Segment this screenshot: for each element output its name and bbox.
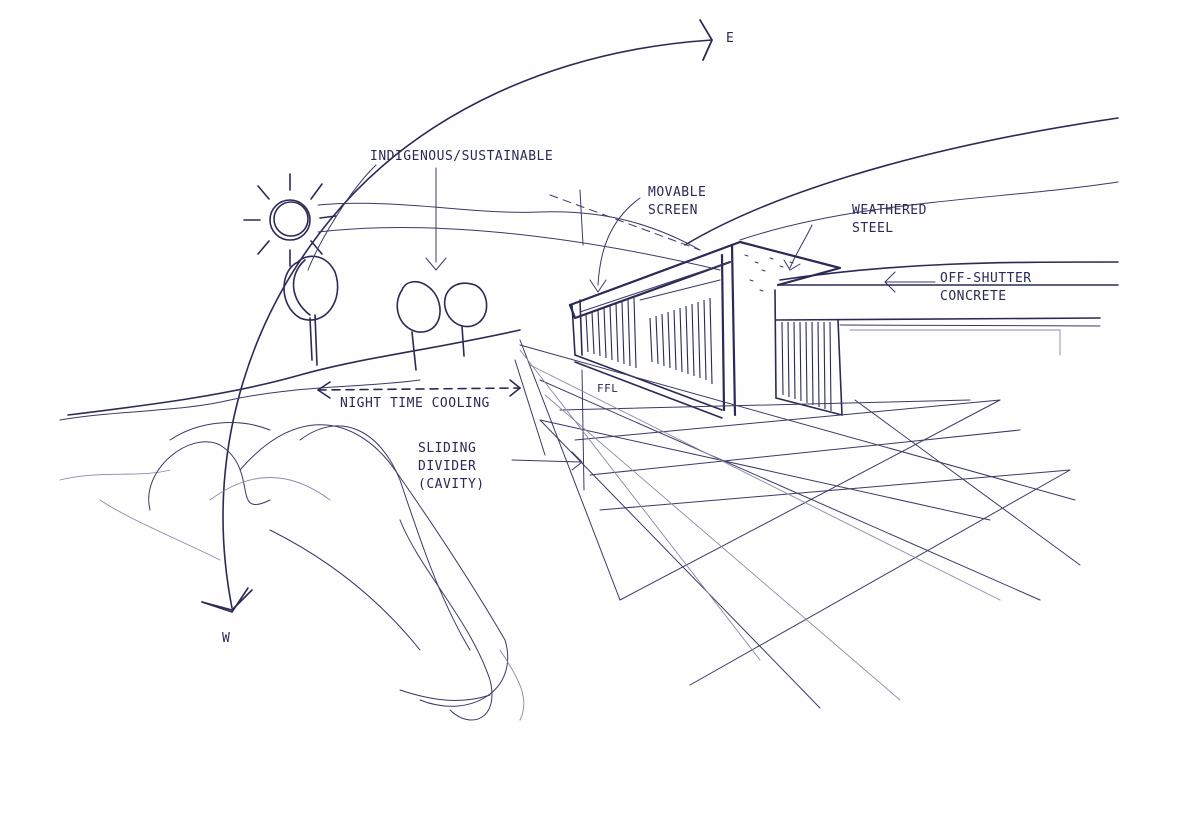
leader-movable-screen <box>597 197 641 286</box>
dimension-tick <box>549 194 701 251</box>
pavilion-structure <box>568 240 1119 419</box>
tree-icon-3 <box>443 282 488 357</box>
label-weathered-steel: WEATHERED STEEL <box>852 203 927 236</box>
label-night-time-cooling: NIGHT TIME COOLING <box>340 396 490 411</box>
solar-ray-line <box>317 202 701 251</box>
off-shutter-arrow-icon <box>884 271 896 293</box>
screen-hatching-right <box>781 321 832 412</box>
leader-weathered-steel <box>789 224 813 269</box>
sun-path-arc <box>222 39 713 609</box>
leader-indigenous-2 <box>307 164 377 271</box>
steel-texture <box>744 254 794 292</box>
label-west: W <box>222 631 231 646</box>
sliding-divider-arrow-icon <box>571 451 583 471</box>
night-cooling-arrowhead-left-icon <box>317 381 331 399</box>
ground-grid <box>514 339 1081 709</box>
screen-hatching-middle <box>649 297 713 385</box>
screen-hatching-left <box>585 297 637 369</box>
label-off-shutter-concrete: OFF-SHUTTER CONCRETE <box>940 271 1032 304</box>
label-east: E <box>726 31 735 46</box>
west-arrow-icon <box>201 587 253 613</box>
label-ffl: FFL <box>597 382 619 395</box>
weathered-steel-arrow-icon <box>783 259 801 271</box>
hill-foreground-2 <box>59 469 171 481</box>
sun-icon <box>243 173 337 267</box>
tree-icon <box>283 255 339 366</box>
solar-ray-line-2 <box>317 227 721 271</box>
label-indigenous-sustainable: INDIGENOUS/SUSTAINABLE <box>370 149 554 164</box>
leader-indigenous-arrow-icon <box>425 257 447 271</box>
hill-foreground-1 <box>59 379 421 421</box>
night-cooling-arrowhead-right-icon <box>509 379 521 397</box>
ground-grid-faint <box>519 349 1001 701</box>
dimension-line <box>579 189 584 246</box>
hill-horizon <box>67 329 521 416</box>
tree-icon-2 <box>396 280 441 371</box>
label-sliding-divider: SLIDING DIVIDER (CAVITY) <box>418 441 485 492</box>
vegetation-scribble <box>148 422 509 721</box>
leader-sliding-divider <box>511 459 581 463</box>
east-arrow-icon <box>699 19 713 61</box>
roof-sweep-line <box>684 117 1119 246</box>
movable-screen-arrow-icon <box>589 279 607 293</box>
roof-back-line <box>779 261 1119 281</box>
vegetation-scribble-faint <box>99 477 525 721</box>
roof-sweep-line-2 <box>739 181 1119 241</box>
label-movable-screen: MOVABLE SCREEN <box>648 185 707 218</box>
night-cooling-arrow <box>317 387 521 391</box>
